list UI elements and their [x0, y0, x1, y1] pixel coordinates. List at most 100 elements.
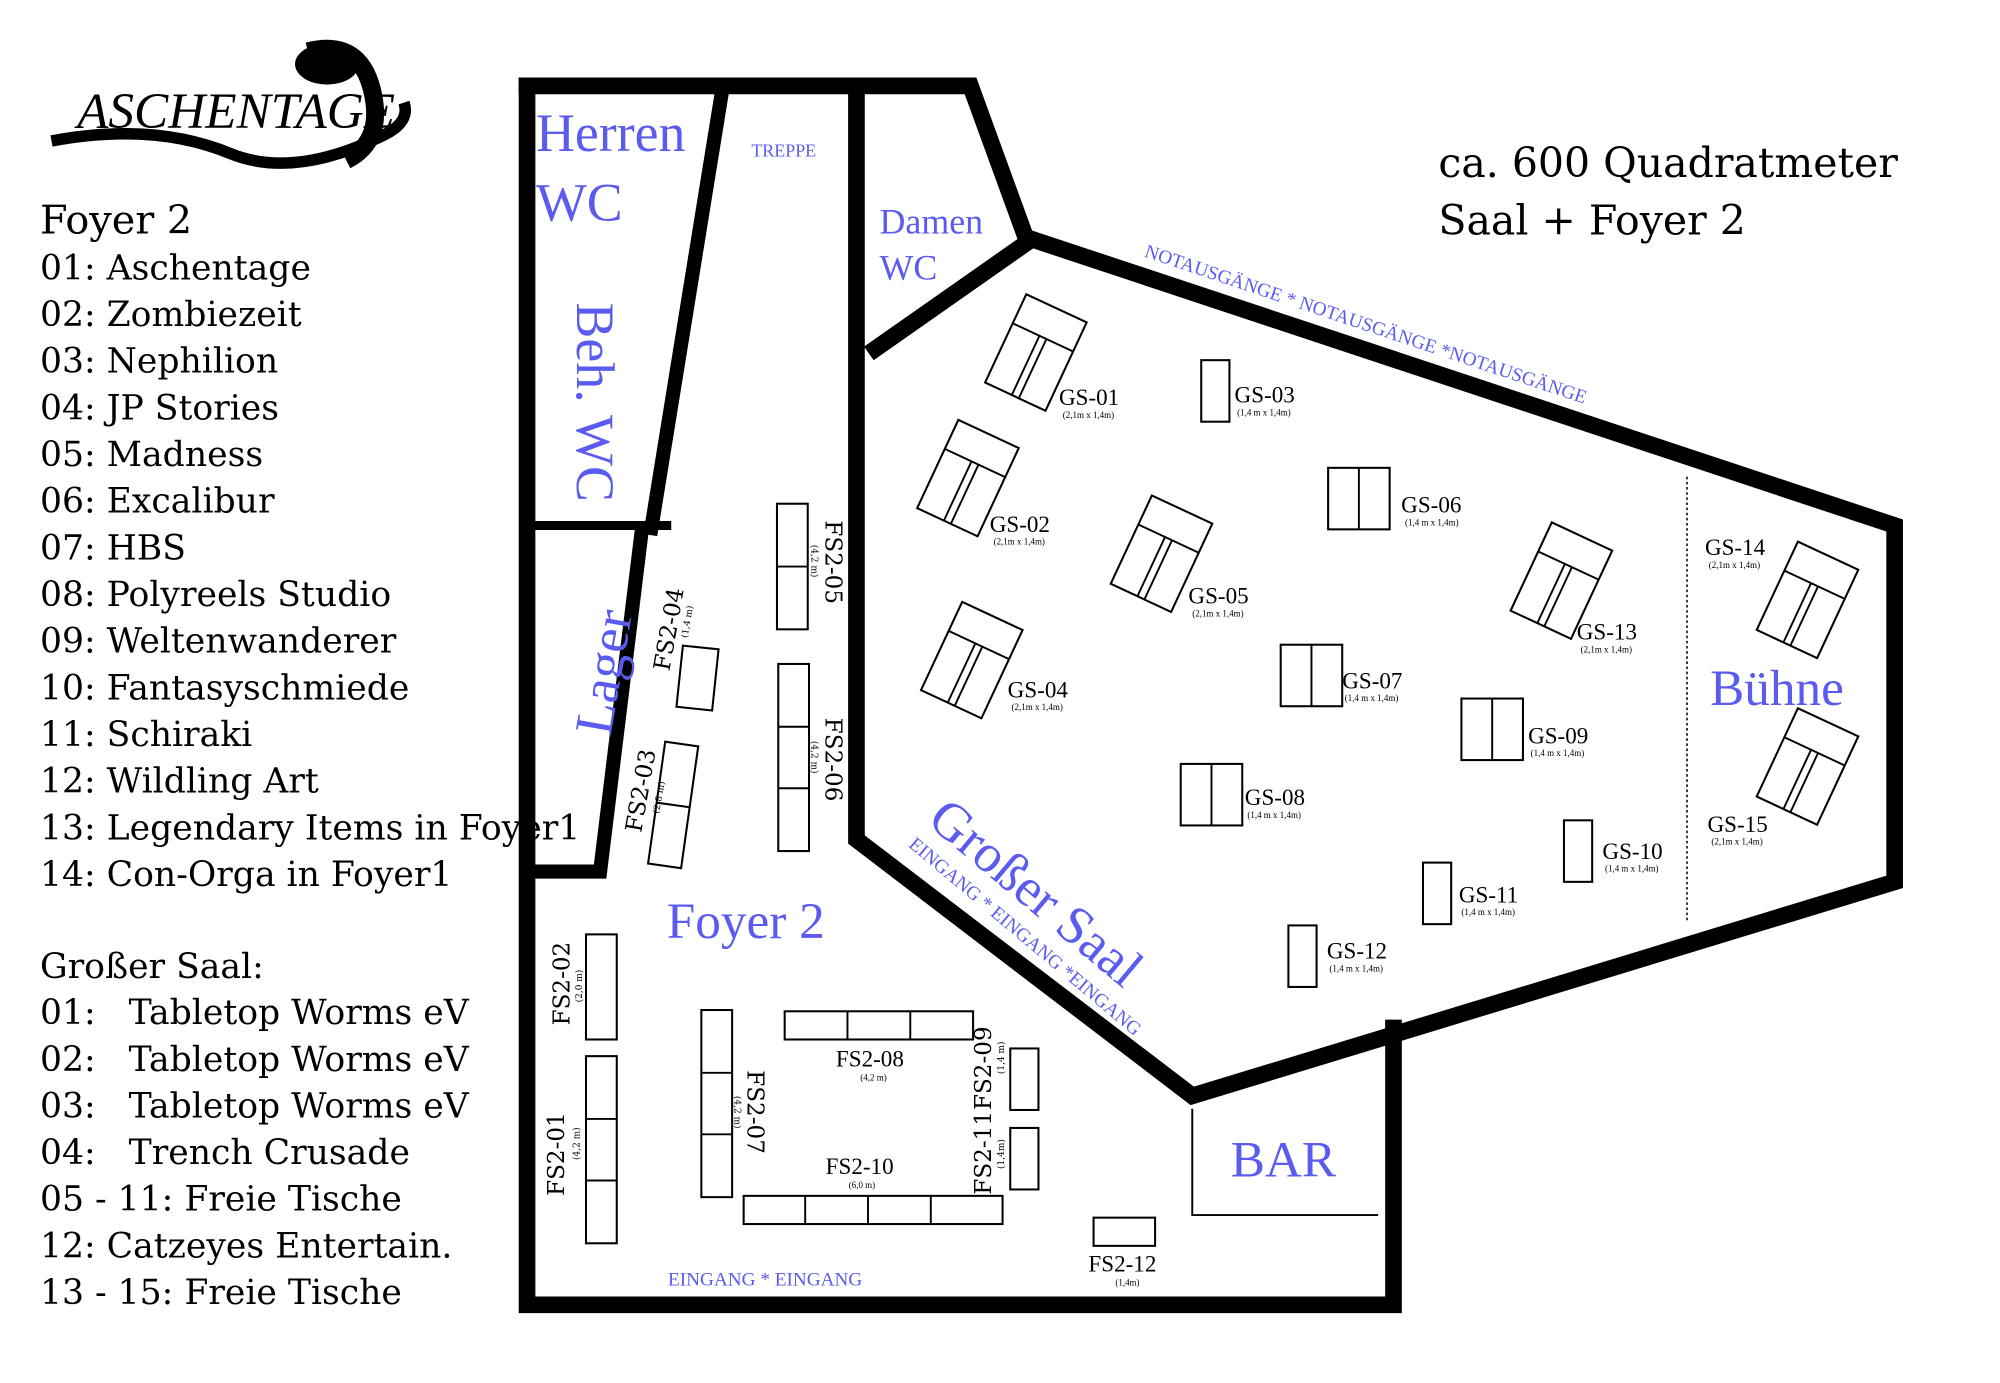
label-bar: BAR: [1231, 1132, 1337, 1189]
label-herren-wc: WC: [536, 172, 623, 232]
table-fs2-12[interactable]: [1092, 1216, 1157, 1247]
legend-foyer-item: 04: JP Stories: [40, 388, 279, 428]
table-gs-04[interactable]: [919, 600, 1024, 720]
label-damen: Damen: [880, 201, 984, 241]
table-outline: [1755, 540, 1860, 660]
table-gs-07[interactable]: [1279, 643, 1344, 708]
table-divider: [1017, 338, 1048, 399]
fs2-12-label: FS2-12: [1088, 1250, 1156, 1276]
table-fs2-02[interactable]: [584, 933, 618, 1041]
legend-saal-item: 02: Tabletop Worms eV: [40, 1040, 470, 1080]
table-gs-03[interactable]: [1200, 359, 1231, 423]
table-fs2-07[interactable]: [700, 1008, 734, 1199]
legend-foyer-title: Foyer 2: [40, 197, 192, 243]
fs2-07-label: FS2-07: [741, 1070, 767, 1154]
table-gs-15[interactable]: [1755, 706, 1860, 827]
fs2-12-size: (1,4m): [1115, 1278, 1139, 1288]
table-gs-08[interactable]: [1179, 762, 1244, 827]
fs2-labels: FS2-05 (4,2 m) FS2-06 (4,2 m) FS2-04 (1,…: [544, 520, 1156, 1287]
table-divider: [1137, 523, 1200, 554]
fs2-06-label: FS2-06: [820, 718, 846, 802]
table-fs2-10[interactable]: [742, 1194, 1004, 1226]
legend-foyer-item: 01: Aschentage: [40, 248, 311, 288]
table-gs-06[interactable]: [1327, 466, 1391, 531]
label-buehne: Bühne: [1710, 660, 1844, 717]
table-gs-01[interactable]: [983, 292, 1089, 413]
legend-foyer-item: 06: Excalibur: [40, 482, 275, 522]
gs-05-size: (2,1m x 1,4m): [1192, 609, 1243, 619]
fs2-09-size: (1,4 m): [996, 1041, 1007, 1074]
legend-foyer-item: 10: Fantasyschmiede: [40, 668, 409, 708]
legend-foyer-item: 03: Nephilion: [40, 342, 278, 382]
gs-02-size: (2,1m x 1,4m): [994, 537, 1045, 547]
table-gs-10[interactable]: [1562, 819, 1594, 883]
table-gs-09[interactable]: [1460, 697, 1524, 762]
gs-08-size: (1,4 m x 1,4m): [1247, 810, 1301, 820]
table-outline: [1755, 706, 1860, 827]
gs-09-label: GS-09: [1528, 722, 1588, 748]
legend-saal-title: Großer Saal:: [40, 947, 264, 987]
gs-10-label: GS-10: [1602, 838, 1662, 864]
table-divider: [943, 460, 973, 522]
label-lager: Lager: [563, 605, 644, 739]
gs-12-size: (1,4 m x 1,4m): [1329, 964, 1383, 974]
legend-foyer-item: 13: Legendary Items in Foyer1: [40, 808, 580, 848]
table-fs2-01[interactable]: [584, 1055, 618, 1245]
gs-01-label: GS-01: [1059, 384, 1119, 410]
legend-foyer-item: 08: Polyreels Studio: [40, 575, 391, 615]
table-fs2-04[interactable]: [675, 644, 720, 712]
table-gs-02[interactable]: [915, 418, 1021, 538]
table-divider: [1536, 563, 1566, 624]
table-divider: [1143, 539, 1173, 600]
table-fs2-09[interactable]: [1009, 1047, 1040, 1112]
legend-saal-item: 01: Tabletop Worms eV: [40, 993, 470, 1033]
fs2-06-size: (4,2 m): [809, 741, 820, 774]
fs2-01-label: FS2-01: [544, 1112, 570, 1196]
gs-04-size: (2,1m x 1,4m): [1012, 702, 1063, 712]
label-damen-wc: WC: [880, 247, 938, 287]
table-divider: [1012, 322, 1074, 353]
area-text: ca. 600 Quadratmeter: [1438, 139, 1898, 187]
legend-foyer-item: 12: Wildling Art: [40, 762, 319, 802]
fs2-10-label: FS2-10: [826, 1153, 894, 1179]
gs-02-label: GS-02: [990, 511, 1050, 537]
legend-saal-item: 04: Trench Crusade: [40, 1133, 410, 1173]
fs2-05-size: (4,2 m): [809, 545, 820, 578]
table-divider: [1783, 569, 1846, 600]
table-fs2-08[interactable]: [783, 1010, 975, 1041]
table-fs2-06[interactable]: [777, 662, 811, 853]
table-divider: [1136, 536, 1166, 597]
table-fs2-11[interactable]: [1009, 1126, 1040, 1191]
table-fs2-05[interactable]: [775, 502, 809, 631]
fs2-02-size: (2,0 m): [574, 970, 585, 1003]
gs-09-size: (1,4 m x 1,4m): [1531, 748, 1585, 758]
fs2-08-label: FS2-08: [836, 1045, 904, 1071]
label-eingang-foyer: EINGANG * EINGANG: [668, 1270, 862, 1291]
fs2-11-size: (1,4m): [996, 1139, 1007, 1169]
table-divider: [1782, 749, 1812, 810]
table-gs-05[interactable]: [1109, 494, 1214, 614]
walls: [518, 77, 1903, 1314]
gs-06-label: GS-06: [1401, 492, 1461, 518]
gs-12-label: GS-12: [1327, 938, 1387, 964]
gs-03-size: (1,4 m x 1,4m): [1237, 407, 1291, 417]
gs-04-label: GS-04: [1008, 676, 1069, 702]
table-divider: [1789, 585, 1819, 647]
table-gs-11[interactable]: [1421, 861, 1453, 926]
table-gs-12[interactable]: [1287, 924, 1318, 988]
table-divider: [1537, 550, 1600, 581]
table-divider: [1782, 582, 1812, 643]
gs-03-label: GS-03: [1235, 381, 1295, 407]
gs-15-label: GS-15: [1708, 811, 1768, 837]
legend-foyer-item: 11: Schiraki: [40, 715, 252, 755]
table-fs2-03[interactable]: [646, 740, 700, 870]
table-divider: [1789, 752, 1819, 813]
table-divider: [1010, 335, 1041, 396]
table-outline: [915, 418, 1021, 538]
fs2-10-size: (6,0 m): [849, 1180, 875, 1190]
table-gs-13[interactable]: [1509, 521, 1614, 641]
gs-01-size: (2,1m x 1,4m): [1063, 410, 1114, 420]
table-gs-14[interactable]: [1755, 540, 1860, 660]
fs2-01-size: (4,2 m): [572, 1127, 583, 1160]
